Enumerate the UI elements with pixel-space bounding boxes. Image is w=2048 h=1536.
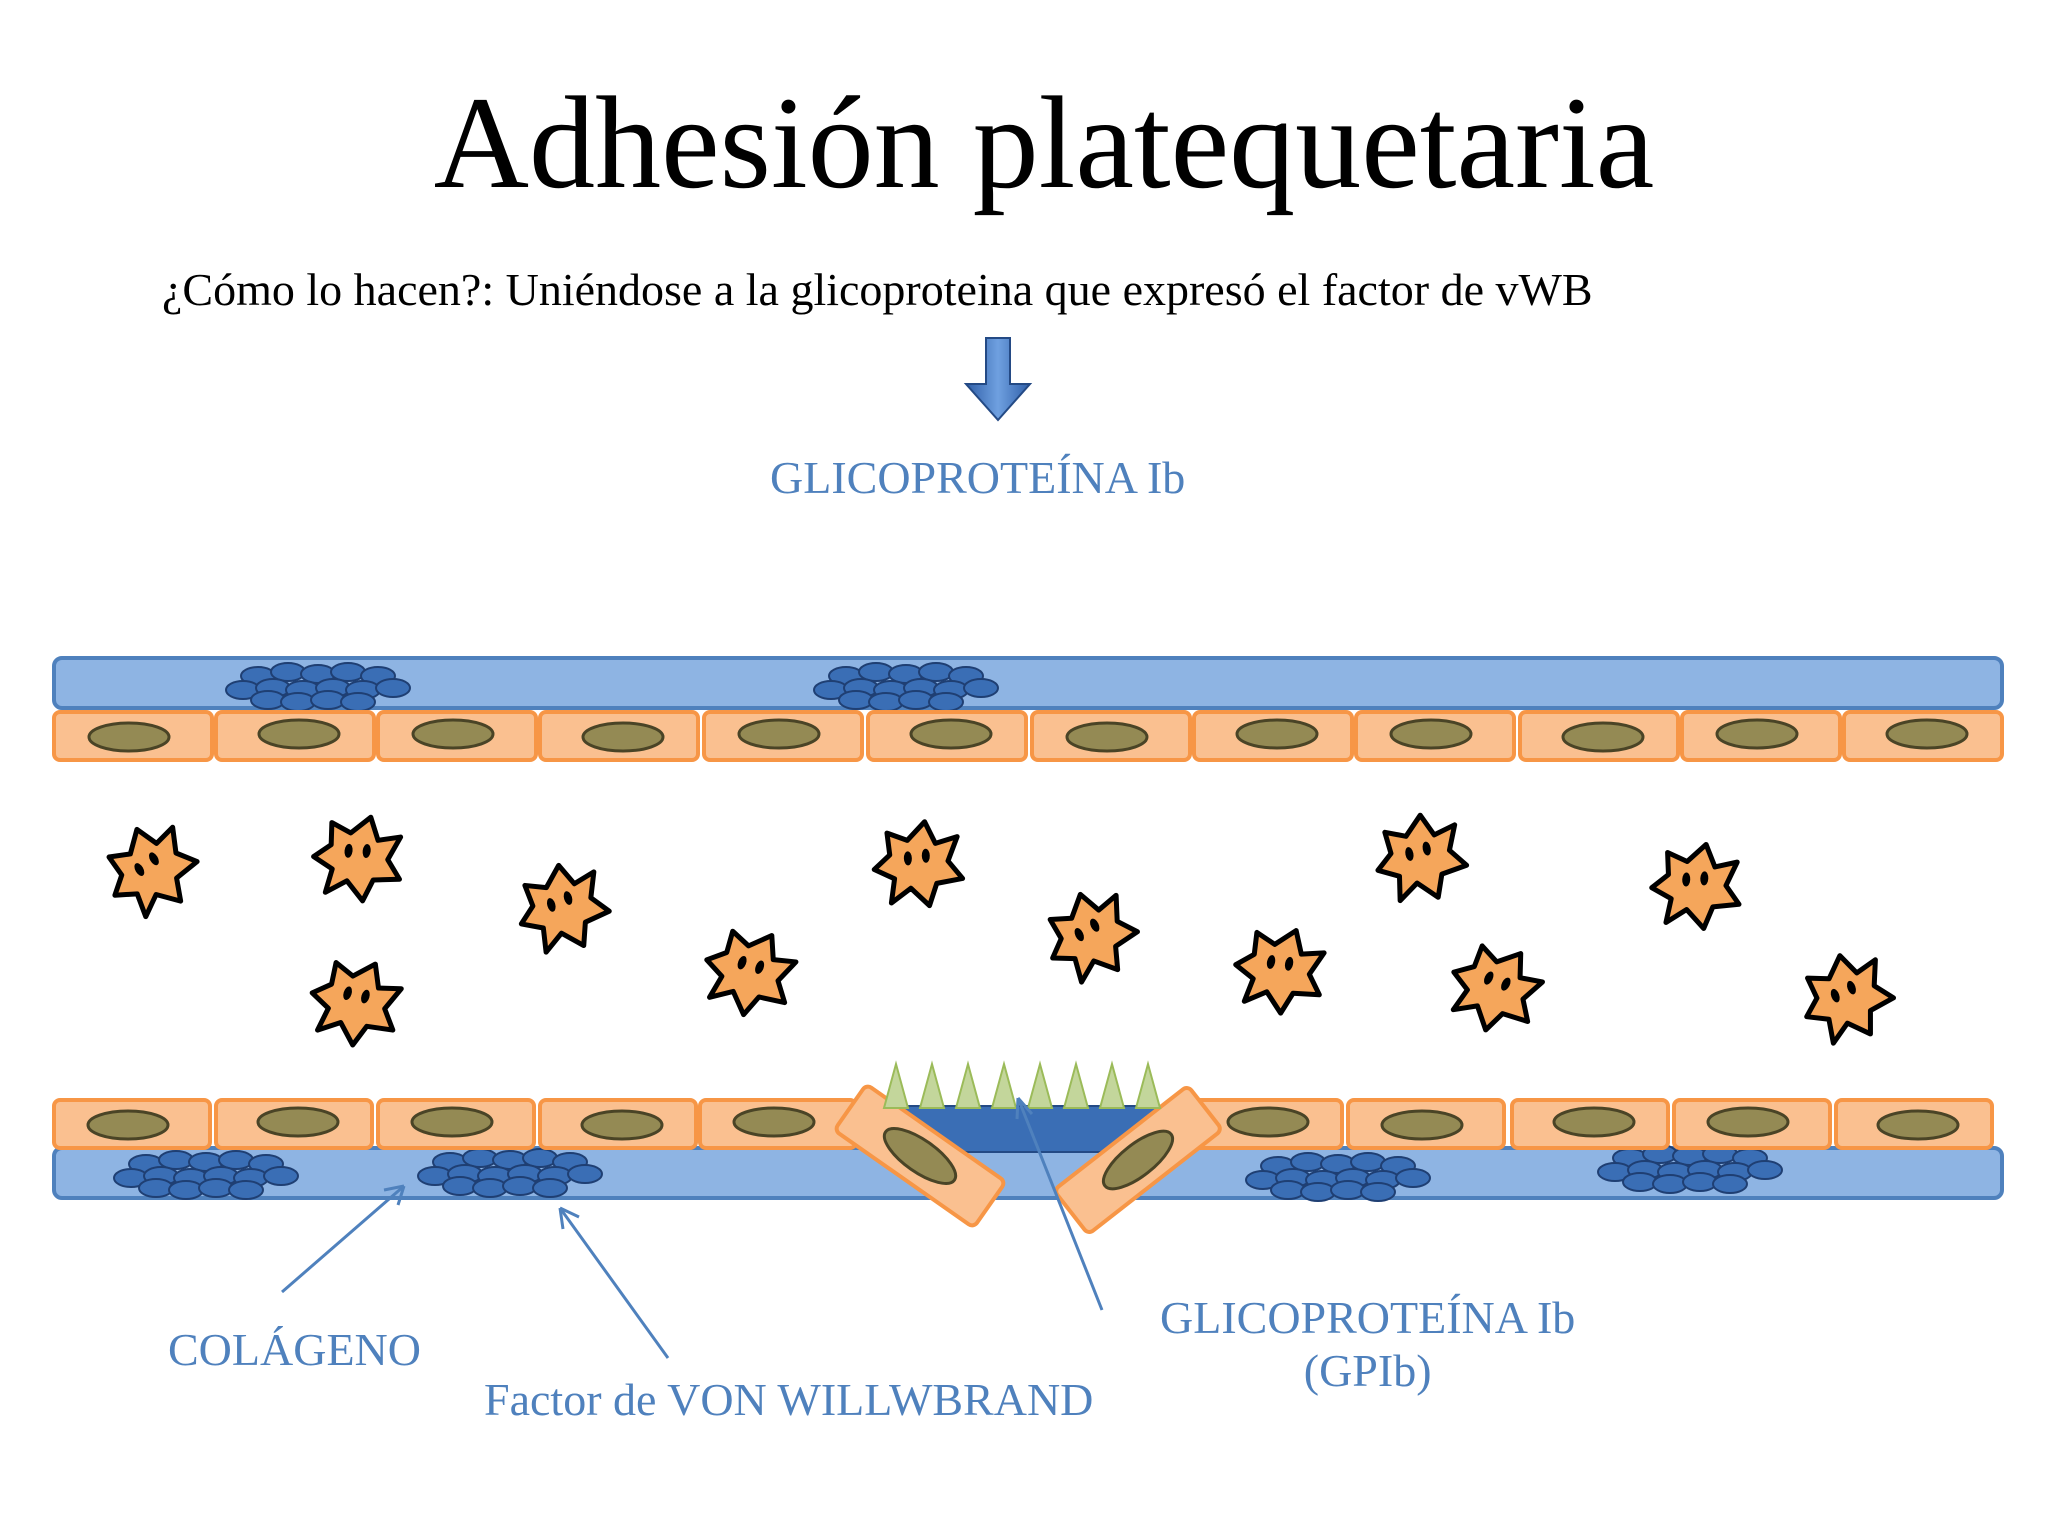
endothelial-cell (1680, 710, 1842, 762)
endothelial-cell (214, 710, 376, 762)
gpib-receptor (1026, 1060, 1054, 1109)
collagen-cluster (225, 662, 411, 712)
endothelial-cell (1354, 710, 1516, 762)
platelet (518, 862, 612, 955)
platelet (1047, 891, 1140, 985)
endothelial-cell (214, 1098, 374, 1150)
endothelial-cell (1184, 1098, 1344, 1150)
label-collagen: COLÁGENO (168, 1324, 421, 1375)
gpib-receptor (1098, 1060, 1126, 1109)
label-von-willebrand-factor: Factor de VON WILLWBRAND (484, 1374, 1094, 1425)
gpib-receptor (990, 1060, 1018, 1109)
label-glycoprotein-bottom: GLICOPROTEÍNA Ib (GPIb) (1160, 1292, 1575, 1398)
endothelial-cell (538, 1098, 698, 1150)
endothelial-cell (1518, 710, 1680, 762)
platelets (106, 812, 1897, 1048)
collagen-cluster (813, 662, 999, 712)
endothelial-cell (1192, 710, 1354, 762)
platelet (106, 824, 200, 920)
endothelial-cell (698, 1098, 858, 1150)
platelet (1233, 928, 1327, 1016)
endothelial-cell (538, 710, 700, 762)
endothelial-cell (376, 1098, 536, 1150)
collagen-cluster (113, 1150, 299, 1200)
label-glycoprotein-bottom-line1: GLICOPROTEÍNA Ib (1160, 1292, 1576, 1343)
gpib-receptor (1134, 1060, 1162, 1109)
endothelial-cell (52, 1098, 212, 1150)
top-basement-membrane (52, 656, 2004, 710)
injured-cell-left (834, 1084, 1006, 1228)
gpib-receptors (882, 1060, 1162, 1109)
gpib-receptor (954, 1060, 982, 1109)
endothelial-cell (1842, 710, 2004, 762)
platelet (1375, 812, 1470, 904)
slide-title: Adhesión platequetaria (433, 69, 1655, 216)
injured-cell-right (1054, 1086, 1222, 1234)
gpib-receptor (918, 1060, 946, 1109)
platelet (704, 928, 799, 1018)
endothelial-cell (1834, 1098, 1994, 1150)
endothelial-cell (1346, 1098, 1506, 1150)
endothelial-cell (1672, 1098, 1832, 1150)
down-arrow-icon (963, 337, 1033, 422)
platelet (309, 960, 404, 1048)
gpib-receptor (1062, 1060, 1090, 1109)
collagen-cluster (1245, 1152, 1431, 1202)
slide-subtitle: ¿Cómo lo hacen?: Uniéndose a la glicopro… (162, 264, 1593, 315)
bottom-endothelium (52, 1098, 1994, 1150)
endothelial-cell (376, 710, 538, 762)
platelet (1450, 943, 1545, 1033)
endothelial-cell (1030, 710, 1192, 762)
endothelial-cell (1510, 1098, 1670, 1150)
endothelial-cell (52, 710, 214, 762)
platelet (1804, 953, 1897, 1046)
platelet (871, 819, 966, 909)
platelet (1649, 841, 1742, 931)
collagen-clusters (113, 662, 1783, 1202)
top-endothelium (52, 710, 2004, 762)
endothelial-cell (866, 710, 1028, 762)
collagen-cluster (417, 1148, 603, 1198)
label-glycoprotein-bottom-line2: (GPIb) (1303, 1344, 1432, 1396)
label-glycoprotein-top: GLICOPROTEÍNA Ib (770, 452, 1186, 503)
platelet (311, 814, 404, 904)
endothelial-cell (702, 710, 864, 762)
pointer-arrows (281, 1097, 1104, 1359)
gpib-receptor (882, 1060, 910, 1109)
